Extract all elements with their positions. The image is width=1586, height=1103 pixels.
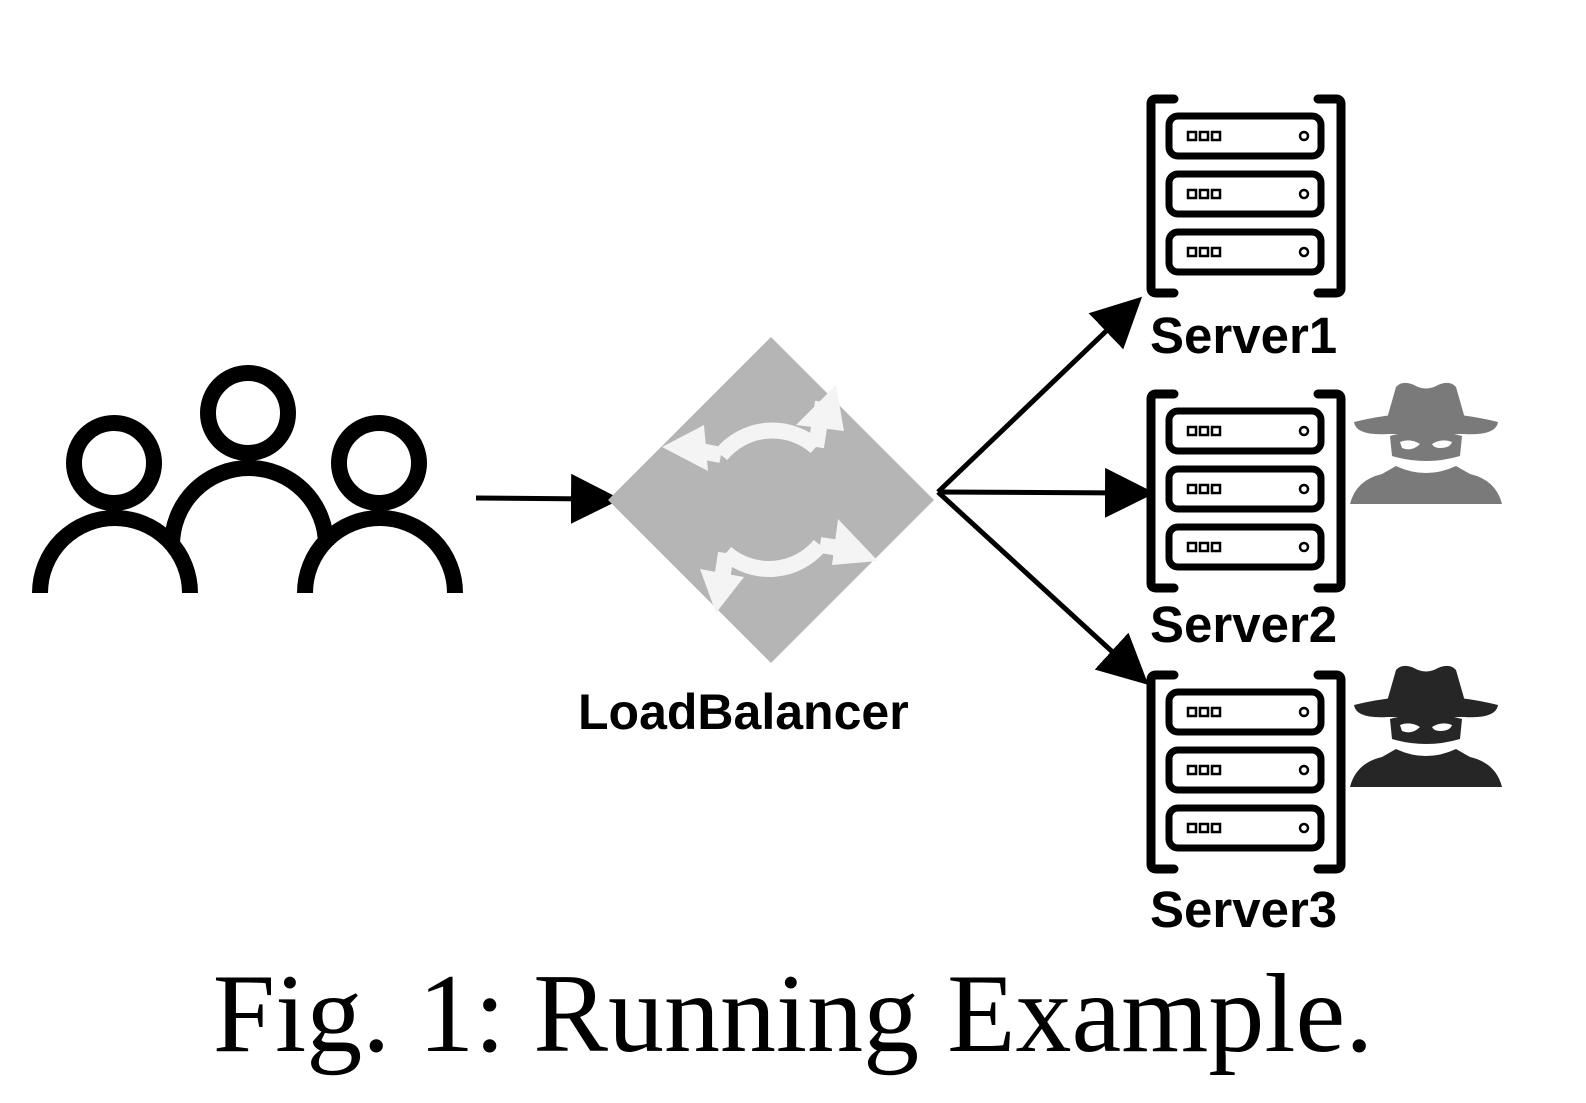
edge-loadbalancer-to-server2 <box>937 467 1155 518</box>
edge-loadbalancer-to-server3 <box>936 490 1149 685</box>
edge-users-to-loadbalancer <box>475 473 621 524</box>
edge-loadbalancer-to-server1 <box>936 296 1143 494</box>
loadbalancer-label: LoadBalancer <box>578 684 909 740</box>
spy-icon-server2 <box>1350 382 1502 504</box>
users-group-icon <box>32 365 463 594</box>
spy-icon-server3 <box>1350 665 1502 787</box>
server2-icon <box>1151 394 1341 588</box>
server1-icon <box>1151 99 1341 293</box>
server2-label: Server2 <box>1150 596 1338 653</box>
server1-label: Server1 <box>1150 307 1338 364</box>
server3-label: Server3 <box>1150 881 1338 938</box>
edges <box>475 296 1155 685</box>
figure-caption: Fig. 1: Running Example. <box>212 952 1374 1076</box>
server3-icon <box>1151 675 1341 869</box>
load-balancer-icon <box>608 337 934 663</box>
